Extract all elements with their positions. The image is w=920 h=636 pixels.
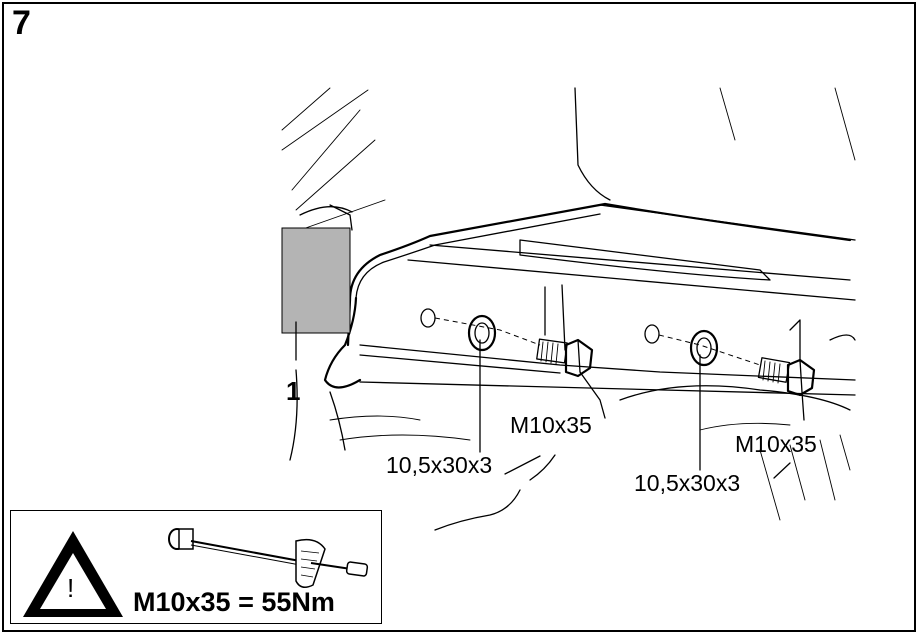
callout-washer-left: 10,5x30x3 <box>386 452 492 478</box>
washer-right <box>689 329 719 367</box>
part-1-highlight <box>281 227 351 334</box>
callout-part-1: 1 <box>286 376 300 406</box>
warning-symbol: ! <box>67 573 74 603</box>
right-fastener-group <box>644 324 816 397</box>
washer-left <box>467 314 497 352</box>
torque-spec-text: M10x35 = 55Nm <box>133 587 335 617</box>
left-fastener-group <box>420 308 594 378</box>
torque-warning-box: ! M10x35 = 55Nm <box>10 510 382 624</box>
vehicle-body-outline <box>281 87 856 531</box>
warning-graphics: ! <box>23 528 369 617</box>
callout-washer-right: 10,5x30x3 <box>634 470 740 496</box>
leader-lines <box>295 321 805 479</box>
callout-bolt-right: M10x35 <box>735 431 817 457</box>
torque-wrench-icon <box>168 528 369 588</box>
step-number: 7 <box>12 4 31 42</box>
callout-bolt-left: M10x35 <box>510 412 592 438</box>
warning-triangle-icon <box>23 531 123 617</box>
